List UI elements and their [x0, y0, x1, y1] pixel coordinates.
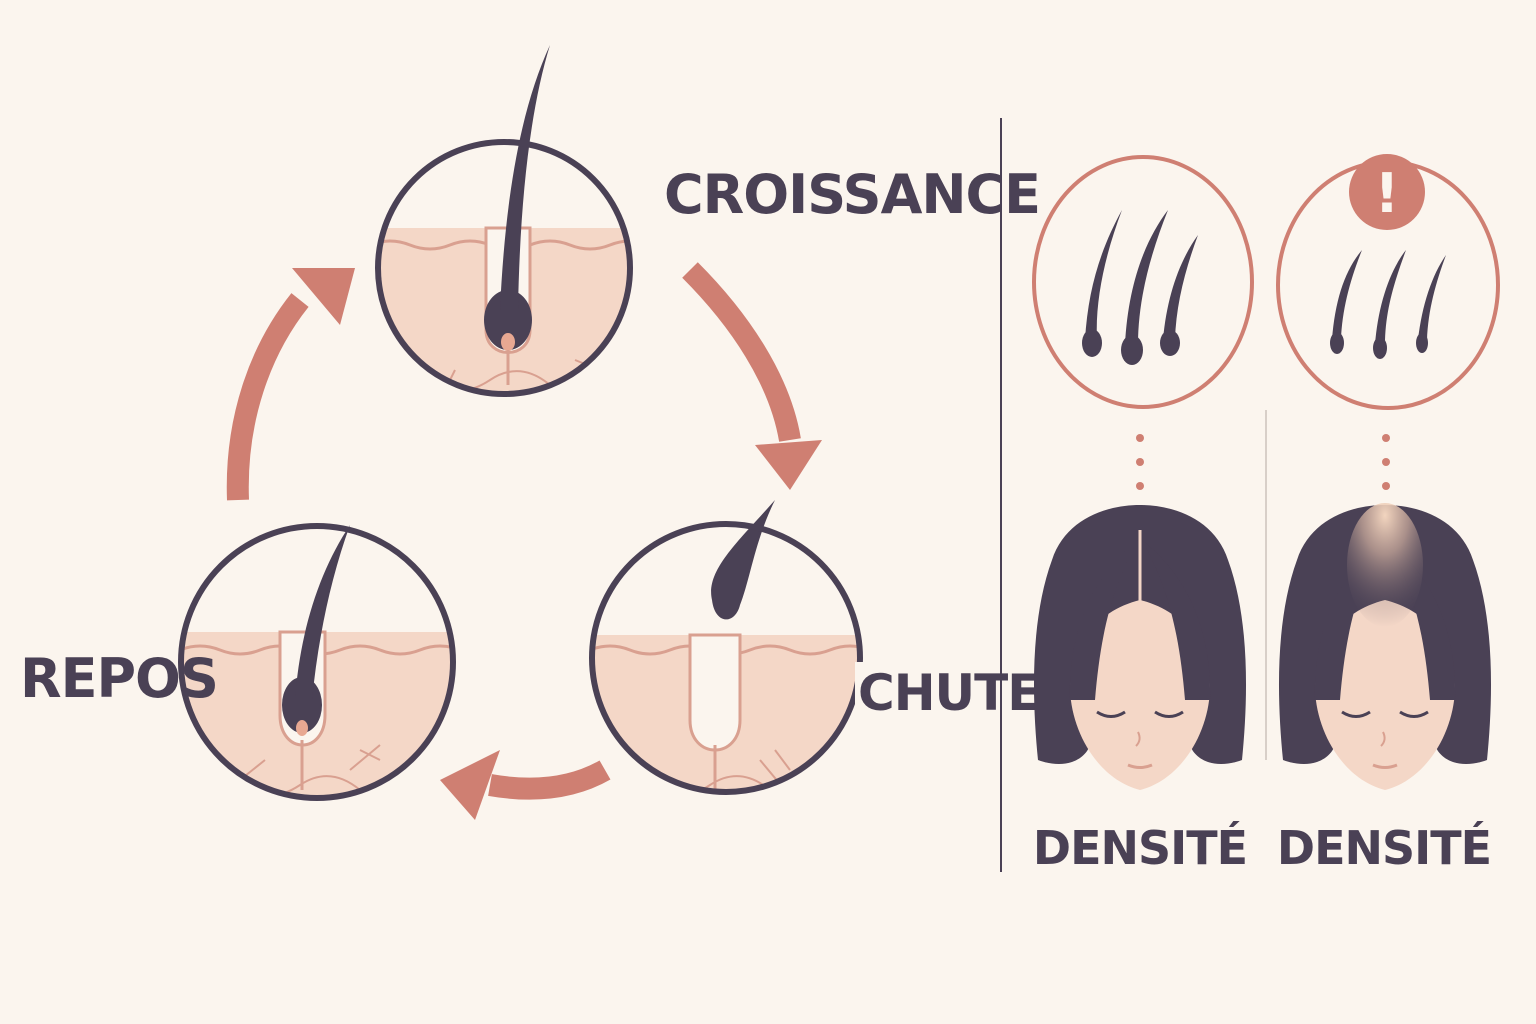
- label-density-reduced: DENSITÉ: [1277, 821, 1491, 875]
- label-rest: REPOS: [20, 647, 218, 710]
- rest-circle: [178, 523, 456, 801]
- nose: [1135, 731, 1141, 747]
- reduced-density-magnifier: [1276, 160, 1500, 490]
- cycle-arrow-icon: [488, 760, 611, 800]
- fringe: [1387, 540, 1456, 700]
- hair-follicle-icon: [295, 525, 350, 700]
- thinning-area: [1347, 503, 1423, 627]
- shedding-circle: [589, 521, 863, 795]
- cycle-arrow-icon: [226, 293, 309, 501]
- woman-head-thinning-icon: [1278, 503, 1492, 790]
- eye: [1096, 710, 1126, 718]
- strand-icon: [1332, 250, 1362, 340]
- alert-symbol: !: [1375, 162, 1400, 225]
- woman-head-icon: [1033, 505, 1247, 790]
- label-growth: CROISSANCE: [664, 163, 1040, 226]
- arrowhead-icon: [440, 750, 500, 820]
- label-density-normal: DENSITÉ: [1033, 821, 1247, 875]
- mouth: [1127, 763, 1153, 769]
- shedding-follicle: [589, 500, 863, 795]
- fringe: [1069, 540, 1138, 700]
- strand-icon: [1085, 210, 1122, 340]
- alert-icon: !: [1349, 154, 1425, 230]
- arrowhead-icon: [755, 440, 822, 490]
- shed-hair-icon: [711, 500, 775, 620]
- face: [1315, 600, 1455, 790]
- growth-follicle: [375, 45, 633, 397]
- fringe: [1142, 540, 1211, 700]
- face: [1070, 600, 1210, 790]
- arrowhead-icon: [292, 268, 355, 325]
- growth-circle: [375, 139, 633, 397]
- normal-density-magnifier: [1032, 155, 1254, 490]
- nose: [1380, 731, 1386, 747]
- strand-icon: [1375, 250, 1406, 345]
- rest-follicle: [178, 523, 456, 801]
- eye: [1341, 710, 1371, 718]
- hair-follicle-icon: [500, 45, 550, 310]
- cycle-arrows: [226, 262, 822, 820]
- strand-icon: [1418, 255, 1446, 340]
- strand-icon: [1125, 210, 1168, 345]
- strand-icon: [1163, 235, 1198, 340]
- eye: [1399, 710, 1429, 718]
- cycle-arrow-icon: [682, 262, 801, 442]
- fringe: [1314, 540, 1383, 700]
- label-shedding: CHUTE: [858, 664, 1040, 722]
- mouth: [1372, 763, 1398, 769]
- eye: [1154, 710, 1184, 718]
